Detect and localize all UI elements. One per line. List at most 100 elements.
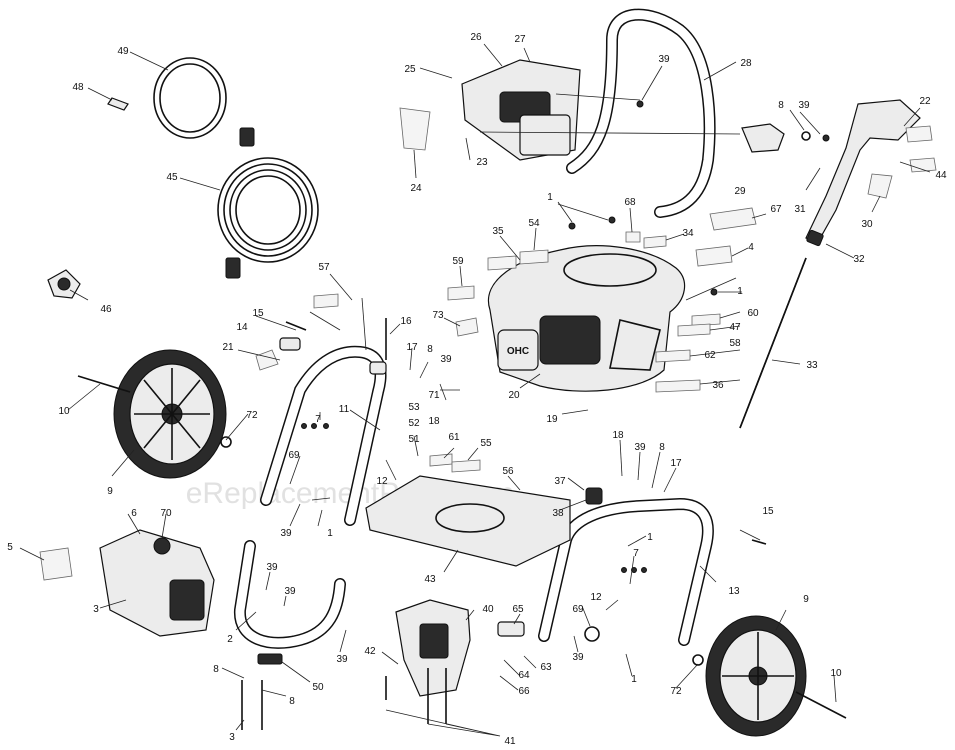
callout-65: 65 [512, 604, 524, 615]
callout-47: 47 [729, 322, 741, 333]
callout-59: 59 [452, 256, 464, 267]
callout-36: 36 [712, 380, 724, 391]
callout-28: 28 [740, 58, 752, 69]
hose-connector [47, 269, 81, 299]
high-pressure-hose [217, 127, 319, 279]
callout-8-left: 8 [427, 344, 433, 355]
callout-39-left: 39 [440, 354, 452, 365]
callout-53: 53 [408, 402, 420, 413]
callout-67: 67 [770, 204, 782, 215]
callout-46: 46 [100, 304, 112, 315]
spray-gun [739, 99, 921, 429]
callout-57: 57 [318, 262, 330, 273]
callout-9-right: 9 [803, 594, 809, 605]
callout-55: 55 [480, 438, 492, 449]
callout-22: 22 [919, 96, 931, 107]
callout-64: 64 [518, 670, 530, 681]
callout-8-bottom: 8 [213, 664, 219, 675]
callout-35: 35 [492, 226, 504, 237]
callout-20: 20 [508, 390, 520, 401]
callout-8-top: 8 [778, 100, 784, 111]
callout-41: 41 [504, 736, 516, 747]
callout-33: 33 [806, 360, 818, 371]
callout-27: 27 [514, 34, 526, 45]
pump-housing [99, 529, 215, 637]
callout-13: 13 [728, 586, 740, 597]
callout-43: 43 [424, 574, 436, 585]
callout-60: 60 [747, 308, 759, 319]
axle-left [77, 375, 131, 393]
frame-left [260, 345, 387, 526]
callout-24: 24 [410, 183, 422, 194]
wheel-left [113, 349, 227, 479]
callout-3-left: 3 [93, 604, 99, 615]
callout-15-right: 15 [762, 506, 774, 517]
callout-23: 23 [476, 157, 488, 168]
callout-14: 14 [236, 322, 248, 333]
axle-right [795, 691, 847, 719]
callout-10-left: 10 [58, 406, 70, 417]
callout-58: 58 [729, 338, 741, 349]
callout-52: 52 [408, 418, 420, 429]
callout-12-right: 12 [590, 592, 602, 603]
callout-54: 54 [528, 218, 540, 229]
callout-9-left: 9 [107, 486, 113, 497]
callout-31: 31 [794, 204, 806, 215]
decal-group-right [695, 125, 937, 267]
callout-1-right: 1 [647, 532, 653, 543]
callout-68: 68 [624, 197, 636, 208]
callout-39-top: 39 [658, 54, 670, 65]
pump [395, 599, 525, 697]
callout-17-right: 17 [670, 458, 682, 469]
callout-51: 51 [408, 434, 420, 445]
callout-25: 25 [404, 64, 416, 75]
callout-42: 42 [364, 646, 376, 657]
callout-12-left: 12 [376, 476, 388, 487]
callout-1-engine-right: 1 [737, 286, 743, 297]
base-plate [365, 475, 571, 567]
decal-group-engine [447, 231, 721, 393]
callout-labels: 49 48 45 46 10 9 24 23 25 26 27 39 28 8 … [7, 32, 947, 747]
callout-62: 62 [704, 350, 716, 361]
decal-24 [399, 107, 431, 151]
callout-72-right: 72 [670, 686, 682, 697]
callout-19: 19 [546, 414, 558, 425]
callout-70: 70 [160, 508, 172, 519]
gun-holder [741, 123, 785, 153]
callout-34: 34 [682, 228, 694, 239]
callout-66: 66 [518, 686, 530, 697]
callout-50: 50 [312, 682, 324, 693]
callout-10-right: 10 [830, 668, 842, 679]
callout-39-right: 39 [634, 442, 646, 453]
callout-16: 16 [400, 316, 412, 327]
callout-17-left: 17 [406, 342, 418, 353]
callout-1-lower: 1 [327, 528, 333, 539]
wheel-right [705, 615, 807, 737]
decal-5 [39, 547, 73, 581]
callout-39-gun: 39 [798, 100, 810, 111]
callout-32: 32 [853, 254, 865, 265]
callout-37: 37 [554, 476, 566, 487]
callout-29: 29 [734, 186, 746, 197]
callout-48: 48 [72, 82, 84, 93]
leader-lines [19, 43, 931, 737]
callout-1-bottom: 1 [631, 674, 637, 685]
callout-39-bottom: 39 [572, 652, 584, 663]
callout-11: 11 [339, 404, 350, 415]
control-panel [461, 59, 581, 161]
frame-lower-left [234, 540, 346, 649]
callout-39-lower: 39 [280, 528, 292, 539]
callout-15-left: 15 [252, 308, 264, 319]
callout-3-bottom: 3 [229, 732, 235, 743]
callout-44: 44 [935, 170, 947, 181]
engine-badge: OHC [507, 346, 529, 357]
callout-18-right: 18 [612, 430, 624, 441]
callout-8-bottom2: 8 [289, 696, 295, 707]
callout-49: 49 [117, 46, 129, 57]
callout-8-right: 8 [659, 442, 665, 453]
callout-45: 45 [166, 172, 178, 183]
callout-7-left: 7 [315, 414, 321, 425]
callout-69-right: 69 [572, 604, 584, 615]
callout-21: 21 [222, 342, 234, 353]
